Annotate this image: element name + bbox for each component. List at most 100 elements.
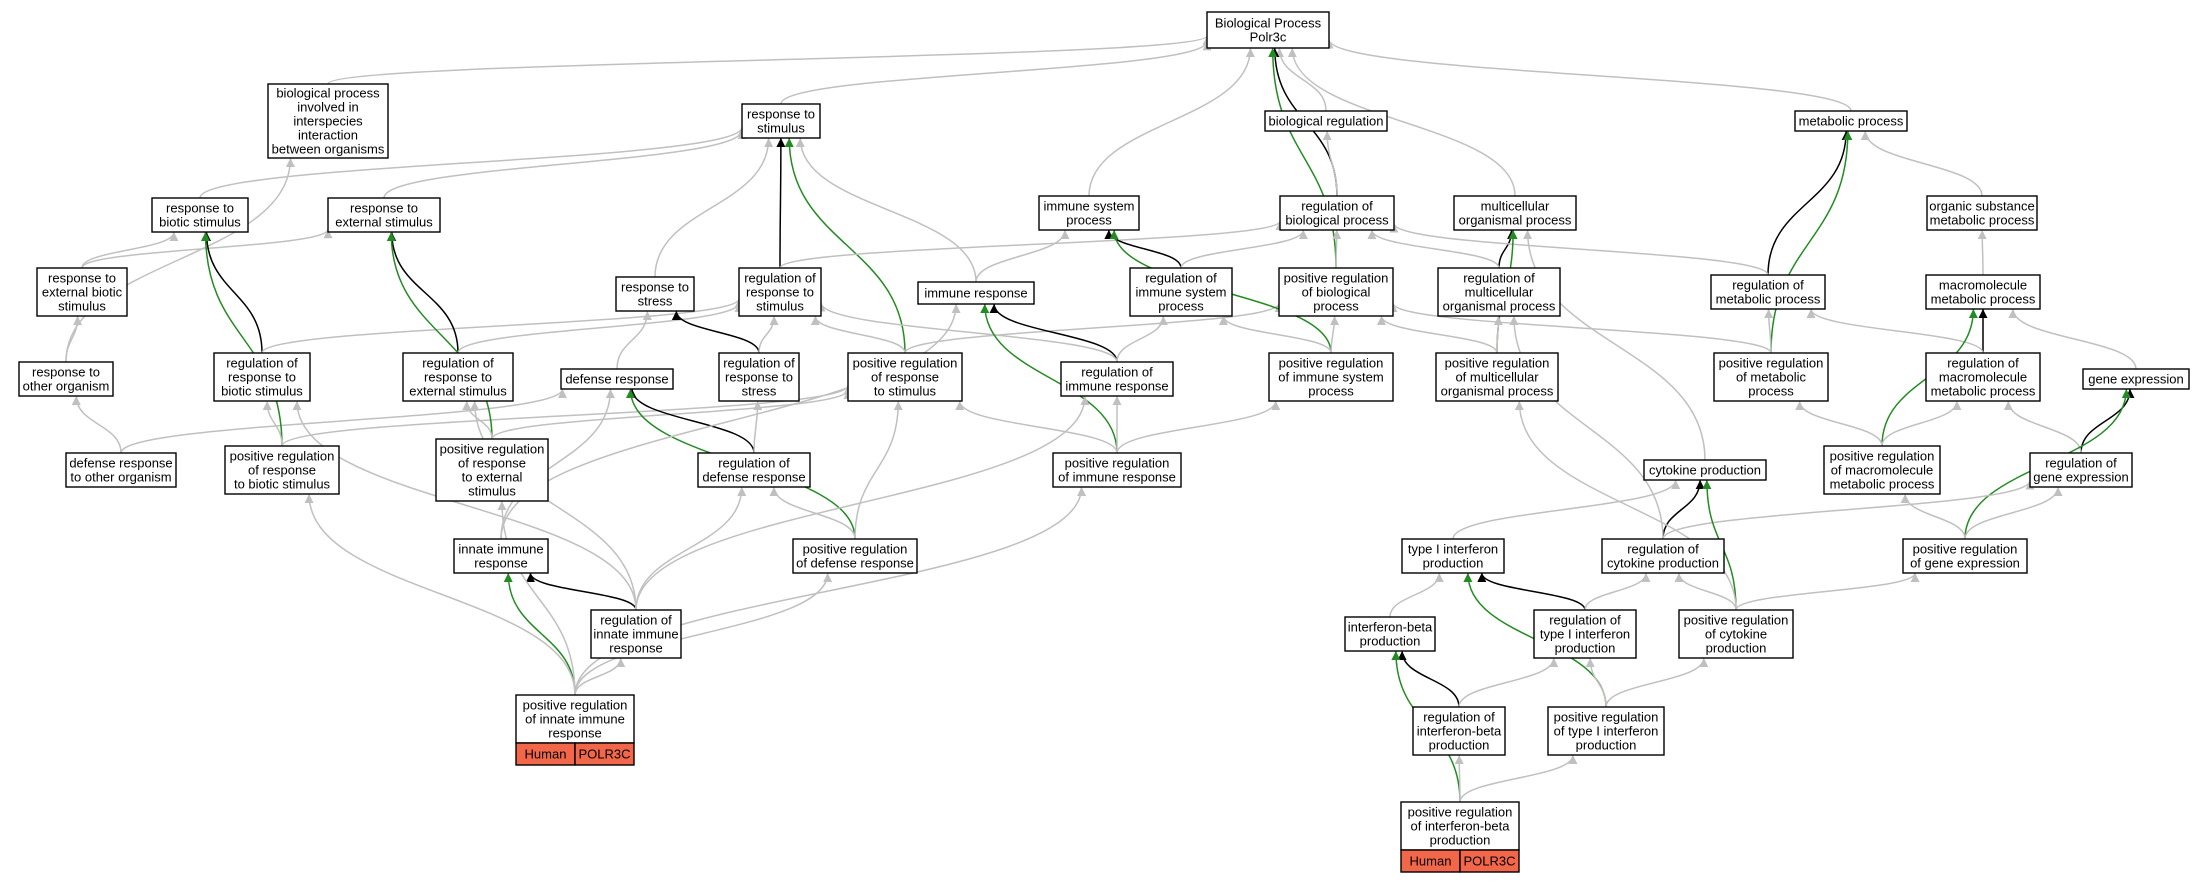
node-label-line: response to — [725, 370, 793, 385]
node-cytokine-production[interactable]: cytokine production — [1643, 459, 1767, 481]
edge-is-a — [1389, 572, 1444, 618]
node-label-line: innate immune — [593, 627, 678, 642]
node-label-line: interferon-beta — [1348, 620, 1433, 635]
node-label-line: stimulus — [756, 299, 804, 314]
node-box — [224, 445, 340, 495]
node-label-line: process — [1313, 299, 1359, 314]
node-label-line: to other organism — [70, 470, 171, 485]
edge-is-a — [81, 228, 333, 269]
node-label-line: to biotic stimulus — [234, 477, 331, 492]
node-defense-response[interactable]: defense response — [560, 368, 674, 390]
node-label-line: innate immune — [458, 542, 543, 557]
node-label-line: response — [609, 641, 662, 656]
node-label-line: of macromolecule — [1831, 463, 1934, 478]
edge-is-a — [71, 395, 122, 454]
node-label-line: of gene expression — [1910, 556, 2020, 571]
node-gene-expression[interactable]: gene expression — [2082, 368, 2190, 390]
node-immune-response[interactable]: immune response — [917, 281, 1035, 305]
node-label-line: response — [474, 556, 527, 571]
node-label-line: of immune system — [1278, 370, 1383, 385]
edge-is-a — [904, 302, 1284, 354]
node-label-line: metabolic process — [1799, 114, 1904, 129]
node-label-line: regulation of — [1627, 542, 1699, 557]
edge-is-a — [1735, 572, 1920, 611]
edge-is-a — [635, 395, 1090, 611]
node-label-line: biological process — [276, 86, 380, 101]
node-box — [847, 352, 963, 402]
node-metabolic-process[interactable]: metabolic process — [1794, 110, 1908, 132]
node-label-line: immune response — [1065, 379, 1168, 394]
edge-is-a — [65, 157, 295, 363]
node-label-line: organic substance — [1929, 199, 2035, 214]
edge-is-a — [1116, 400, 1281, 454]
node-label-line: positive regulation — [1554, 710, 1659, 725]
node-biological-regulation[interactable]: biological regulation — [1264, 110, 1388, 132]
node-label-line: multicellular — [1481, 199, 1550, 214]
edge-is-a — [304, 493, 576, 696]
edge-is-a — [497, 500, 576, 696]
node-label-line: gene expression — [2088, 372, 2183, 387]
edge-is-a — [1795, 400, 1883, 447]
node-box — [402, 352, 514, 402]
node-label-line: process — [1308, 384, 1354, 399]
edge-regulates — [2080, 388, 2135, 454]
node-label-line: positive regulation — [1445, 356, 1550, 371]
node-box — [741, 103, 821, 139]
node-box — [917, 281, 1035, 305]
node-label-line: stimulus — [757, 121, 805, 136]
node-label-line: positive regulation — [1913, 542, 2018, 557]
node-label-line: metabolic process — [1931, 384, 2036, 399]
node-label-line: biotic stimulus — [221, 384, 303, 399]
node-label-line: to stimulus — [874, 384, 937, 399]
node-label-line: defense response — [702, 470, 805, 485]
node-label-line: stimulus — [58, 299, 106, 314]
